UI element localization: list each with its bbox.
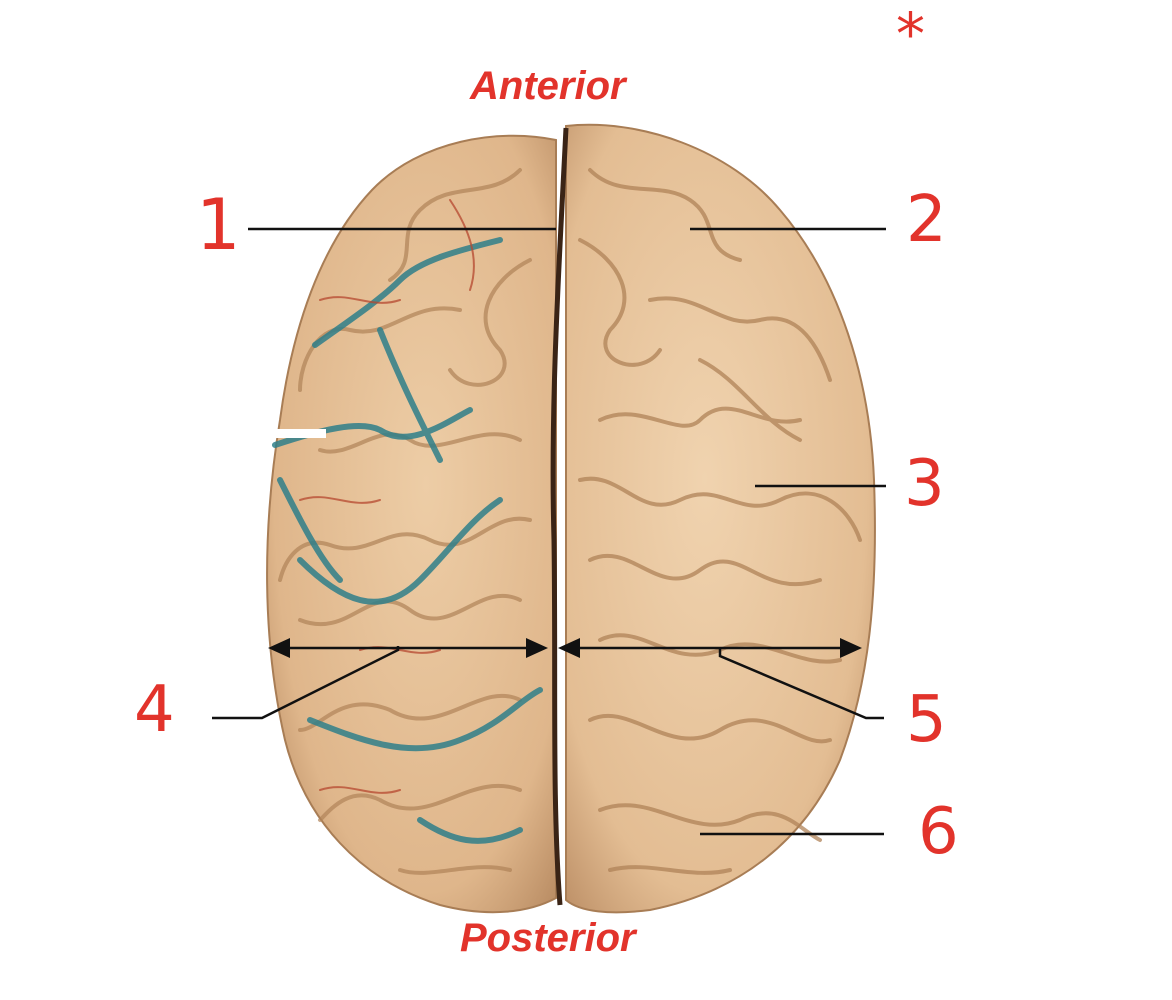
label-3: 3 [904,447,945,521]
arrowhead-left-outer [268,638,290,658]
left-hemisphere [266,134,557,914]
arrowheads [268,638,862,658]
arrowhead-right-inner [558,638,580,658]
leader-line-4 [212,646,400,720]
anterior-label: Anterior [470,64,626,108]
label-2: 2 [906,183,947,257]
left-vein-pattern [272,237,543,844]
label-1: 1 [196,184,241,266]
label-4: 4 [134,673,175,747]
leader-lines [212,227,886,836]
right-hemisphere [565,123,876,914]
label-5: 5 [906,683,947,757]
label-6: 6 [918,795,959,869]
left-gyri-pattern [278,168,532,875]
posterior-label: Posterior [460,916,636,960]
longitudinal-fissure [550,127,569,906]
white-marker-bar [268,429,326,438]
right-gyri-pattern [578,168,862,875]
asterisk-mark: * [896,0,925,68]
arrowhead-left-inner [526,638,548,658]
arrowhead-right-outer [840,638,862,658]
leader-line-5 [718,648,884,720]
